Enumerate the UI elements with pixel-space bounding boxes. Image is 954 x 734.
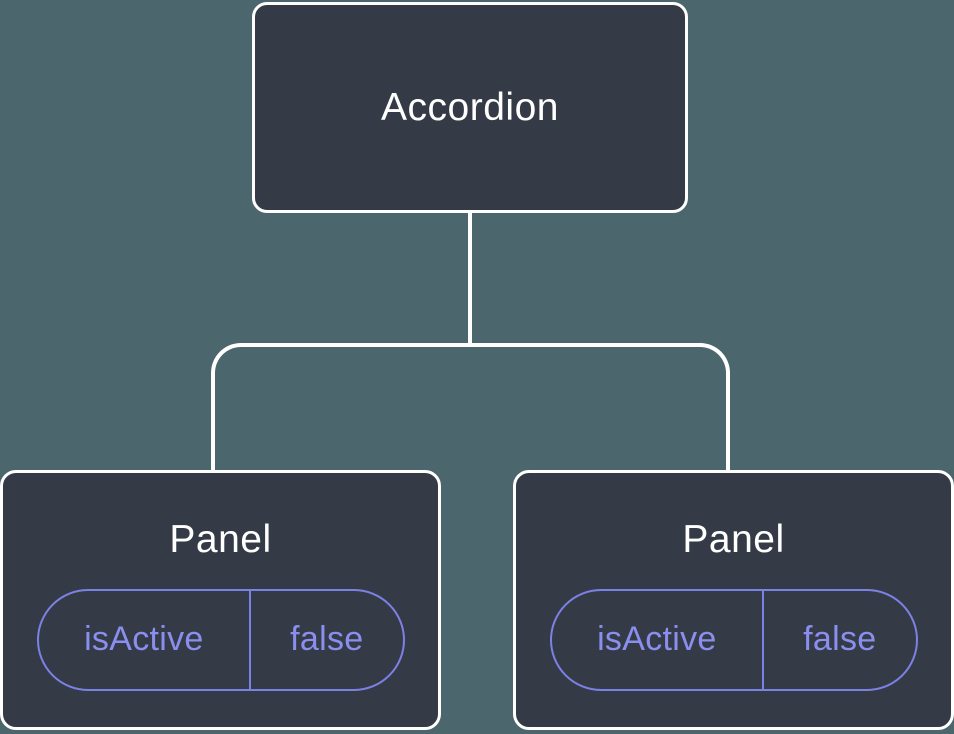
state-pill-left: isActive false xyxy=(36,588,405,691)
accordion-node-label: Accordion xyxy=(381,85,559,129)
panel-node-left: Panel isActive false xyxy=(0,470,441,730)
panel-node-right: Panel isActive false xyxy=(513,470,954,730)
state-value-left: false xyxy=(249,590,402,689)
panel-node-left-label: Panel xyxy=(169,518,272,561)
state-name-right: isActive xyxy=(597,620,717,659)
connector-branch xyxy=(211,343,730,470)
state-name-left: isActive xyxy=(84,620,204,659)
accordion-node: Accordion xyxy=(252,2,688,213)
panel-node-right-label: Panel xyxy=(682,518,785,561)
connector-stem xyxy=(468,212,472,345)
state-pill-right: isActive false xyxy=(549,588,918,691)
state-value-right: false xyxy=(762,590,915,689)
